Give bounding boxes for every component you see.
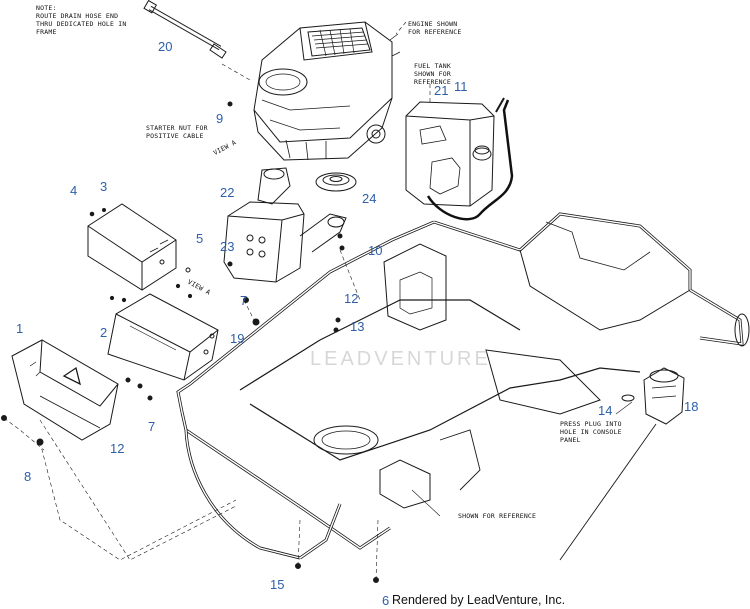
note-engine-reference: ENGINE SHOWN FOR REFERENCE [408,20,462,36]
callout-12-upper: 12 [344,291,359,306]
callout-18: 18 [684,399,699,414]
callout-19: 19 [230,331,245,346]
callout-14: 14 [598,403,613,418]
callout-13: 13 [350,319,365,334]
callout-10: 10 [368,243,383,258]
muffler [223,201,347,283]
fuel-tank [405,97,514,221]
callout-12-lower: 12 [110,441,125,456]
callout-23: 23 [220,239,235,254]
battery [87,203,191,291]
note-fuel-tank-reference: FUEL TANK SHOWN FOR REFERENCE [414,62,452,86]
callout-6: 6 [382,593,390,608]
callout-7-lower: 7 [148,419,156,434]
callout-15: 15 [270,577,285,592]
callout-2: 2 [100,325,108,340]
pulley [315,172,357,192]
callout-24: 24 [362,191,377,206]
engine [253,21,401,161]
callout-21: 21 [434,83,449,98]
exhaust-pipe [257,167,291,205]
note-starter-nut: STARTER NUT FOR POSITIVE CABLE [146,124,208,140]
callout-11: 11 [454,79,468,94]
frame [176,212,750,560]
note-frame-reference: SHOWN FOR REFERENCE [458,512,537,520]
hardware [1,101,379,583]
callout-5: 5 [196,231,204,246]
note-press-plug: PRESS PLUG INTO HOLE IN CONSOLE PANEL [560,420,622,444]
callout-3: 3 [100,179,108,194]
callout-22: 22 [220,185,235,200]
render-credit: Rendered by LeadVenture, Inc. [392,593,566,607]
watermark: LEADVENTURE [310,348,491,370]
callout-7-upper: 7 [240,293,248,308]
note-route-drain-hose: NOTE: ROUTE DRAIN HOSE END THRU DEDICATE… [36,4,127,36]
callout-9: 9 [216,111,224,126]
drain-hose [143,0,227,59]
callout-8: 8 [24,469,32,484]
callout-4: 4 [70,183,78,198]
callout-20: 20 [158,39,173,54]
front-panel [11,339,119,441]
fuel-cap [559,367,685,561]
leader-lines [3,21,431,581]
battery-tray [107,293,219,381]
callout-1: 1 [16,321,24,336]
